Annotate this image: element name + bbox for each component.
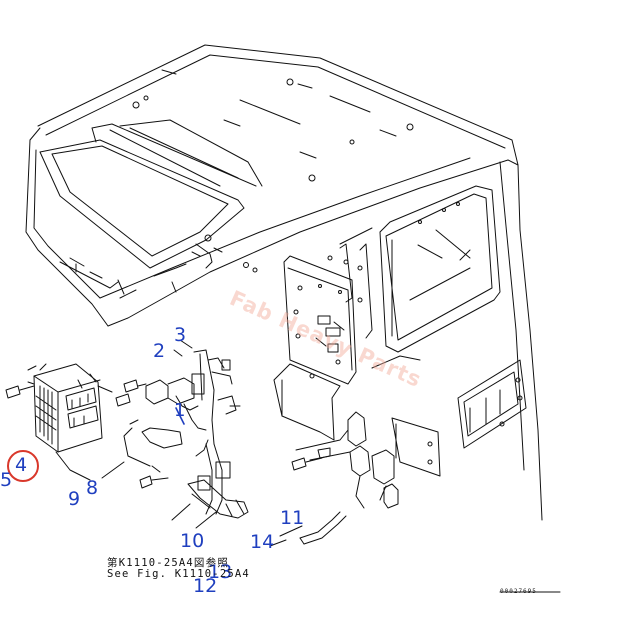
callout-10: 10 <box>180 530 205 552</box>
callout-9: 9 <box>68 488 81 510</box>
right-bracket-harness <box>291 411 441 545</box>
mounting-panel <box>273 255 357 441</box>
callout-8: 8 <box>86 477 99 499</box>
callout-11: 11 <box>280 507 305 529</box>
callout-3: 3 <box>174 324 187 346</box>
controller-unit <box>5 363 103 453</box>
cab-roof <box>25 44 519 327</box>
cab-side-wall <box>327 159 543 521</box>
highlight-circle <box>7 450 39 482</box>
callout-2: 2 <box>153 340 166 362</box>
callout-14: 14 <box>250 531 275 553</box>
reference-note-japanese: 第K1110-25A4図参照 <box>107 557 230 569</box>
callout-5: 5 <box>0 469 13 491</box>
reference-note-english: See Fig. K1110-25A4 <box>107 568 250 580</box>
callout-13: 13 <box>208 561 233 583</box>
center-harness <box>115 349 249 521</box>
callout-12: 12 <box>193 575 218 597</box>
callout-1: 1 <box>174 400 186 421</box>
callout-4: 4 <box>15 454 28 476</box>
drawing-number: 00027695 <box>500 588 537 595</box>
leader-lines <box>27 339 561 593</box>
